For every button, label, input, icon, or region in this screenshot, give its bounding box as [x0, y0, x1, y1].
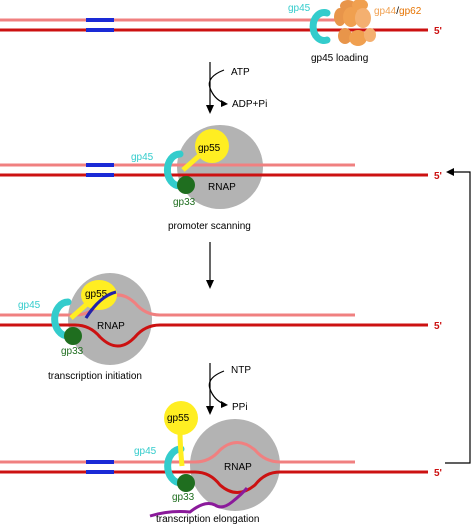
- reaction-input-label: ATP: [231, 67, 250, 78]
- transition-arrow-head: [206, 280, 214, 289]
- rna-transcript: [149, 487, 249, 518]
- gp44-gp62-clamp-loader: [334, 0, 376, 46]
- gp33-protein: [177, 176, 195, 194]
- transition-ntp-incorporation: NTP PPi: [206, 363, 251, 415]
- promoter-region: [86, 163, 114, 167]
- stage-title: promoter scanning: [168, 221, 251, 232]
- gp45-clamp: [164, 445, 185, 487]
- promoter-region: [86, 470, 114, 474]
- gp33-protein: [64, 327, 82, 345]
- stage-title: transcription elongation: [156, 514, 259, 525]
- gp55-label: gp55: [198, 143, 221, 154]
- dna-template-strand: [0, 470, 428, 494]
- dna-nontemplate-strand: [0, 441, 355, 464]
- promoter-region: [86, 173, 114, 177]
- five-prime-label: 5': [434, 26, 442, 37]
- stage-gp45-loading: 5' gp45 gp44/gp62 gp45 loading: [0, 0, 442, 64]
- reaction-output-label: PPi: [232, 402, 248, 413]
- gp44-gp62-label: gp44/gp62: [374, 6, 422, 17]
- gp55-tether: [177, 429, 185, 467]
- gp55-label: gp55: [167, 413, 190, 424]
- gp45-label: gp45: [131, 152, 154, 163]
- gp45-clamp: [163, 150, 184, 190]
- rnap-label: RNAP: [224, 462, 252, 473]
- gp55-label: gp55: [85, 289, 108, 300]
- stage-transcription-initiation: 5' RNAP gp55 gp45 gp33 transcription ini…: [0, 273, 442, 382]
- reaction-arrow-head: [221, 401, 228, 408]
- transition-initiation: [206, 242, 214, 289]
- rnap-label: RNAP: [208, 182, 236, 193]
- stage-title: transcription initiation: [48, 371, 142, 382]
- gp33-protein: [177, 474, 195, 492]
- gp55-tether: [181, 153, 202, 172]
- gp55-tether: [69, 301, 90, 320]
- reaction-input-label: NTP: [231, 365, 251, 376]
- gp33-label: gp33: [61, 346, 84, 357]
- gp45-clamp: [309, 9, 331, 44]
- stage-transcription-elongation: 5' RNAP gp55 gp45 gp33 transcription elo…: [0, 401, 442, 525]
- gp55-protein: [195, 129, 229, 163]
- dna-template-strand: [0, 323, 428, 348]
- promoter-region: [86, 460, 114, 464]
- gp33-label: gp33: [172, 492, 195, 503]
- five-prime-label: 5': [434, 171, 442, 182]
- five-prime-label: 5': [434, 321, 442, 332]
- gp45-label: gp45: [288, 3, 311, 14]
- reaction-arrow-head: [221, 100, 228, 107]
- rnap-body: [190, 419, 280, 511]
- reaction-curved-arrow: [208, 69, 225, 104]
- gp45-label: gp45: [18, 300, 41, 311]
- gp55-protein: [164, 401, 198, 435]
- rna-transcript: [84, 290, 117, 319]
- reaction-curved-arrow: [208, 370, 225, 405]
- stage-promoter-scanning: 5' RNAP gp55 gp45 gp33 promoter scanning: [0, 125, 442, 232]
- recycling-arrow-head: [446, 168, 454, 176]
- five-prime-label: 5': [434, 468, 442, 479]
- stage-title: gp45 loading: [311, 53, 368, 64]
- gp55-protein: [81, 280, 117, 310]
- transition-atp-hydrolysis: ATP ADP+Pi: [206, 62, 267, 114]
- recycling-bracket: [445, 171, 471, 464]
- recycling-arrow: [445, 168, 471, 464]
- dna-nontemplate-strand: [0, 293, 355, 317]
- transition-arrow-head: [206, 406, 214, 415]
- transition-arrow-head: [206, 105, 214, 114]
- gp33-label: gp33: [173, 197, 196, 208]
- promoter-region: [86, 28, 114, 32]
- gp45-label: gp45: [134, 446, 157, 457]
- gp45-clamp: [51, 298, 72, 340]
- reaction-output-label: ADP+Pi: [232, 99, 267, 110]
- rnap-label: RNAP: [97, 321, 125, 332]
- promoter-region: [86, 18, 114, 22]
